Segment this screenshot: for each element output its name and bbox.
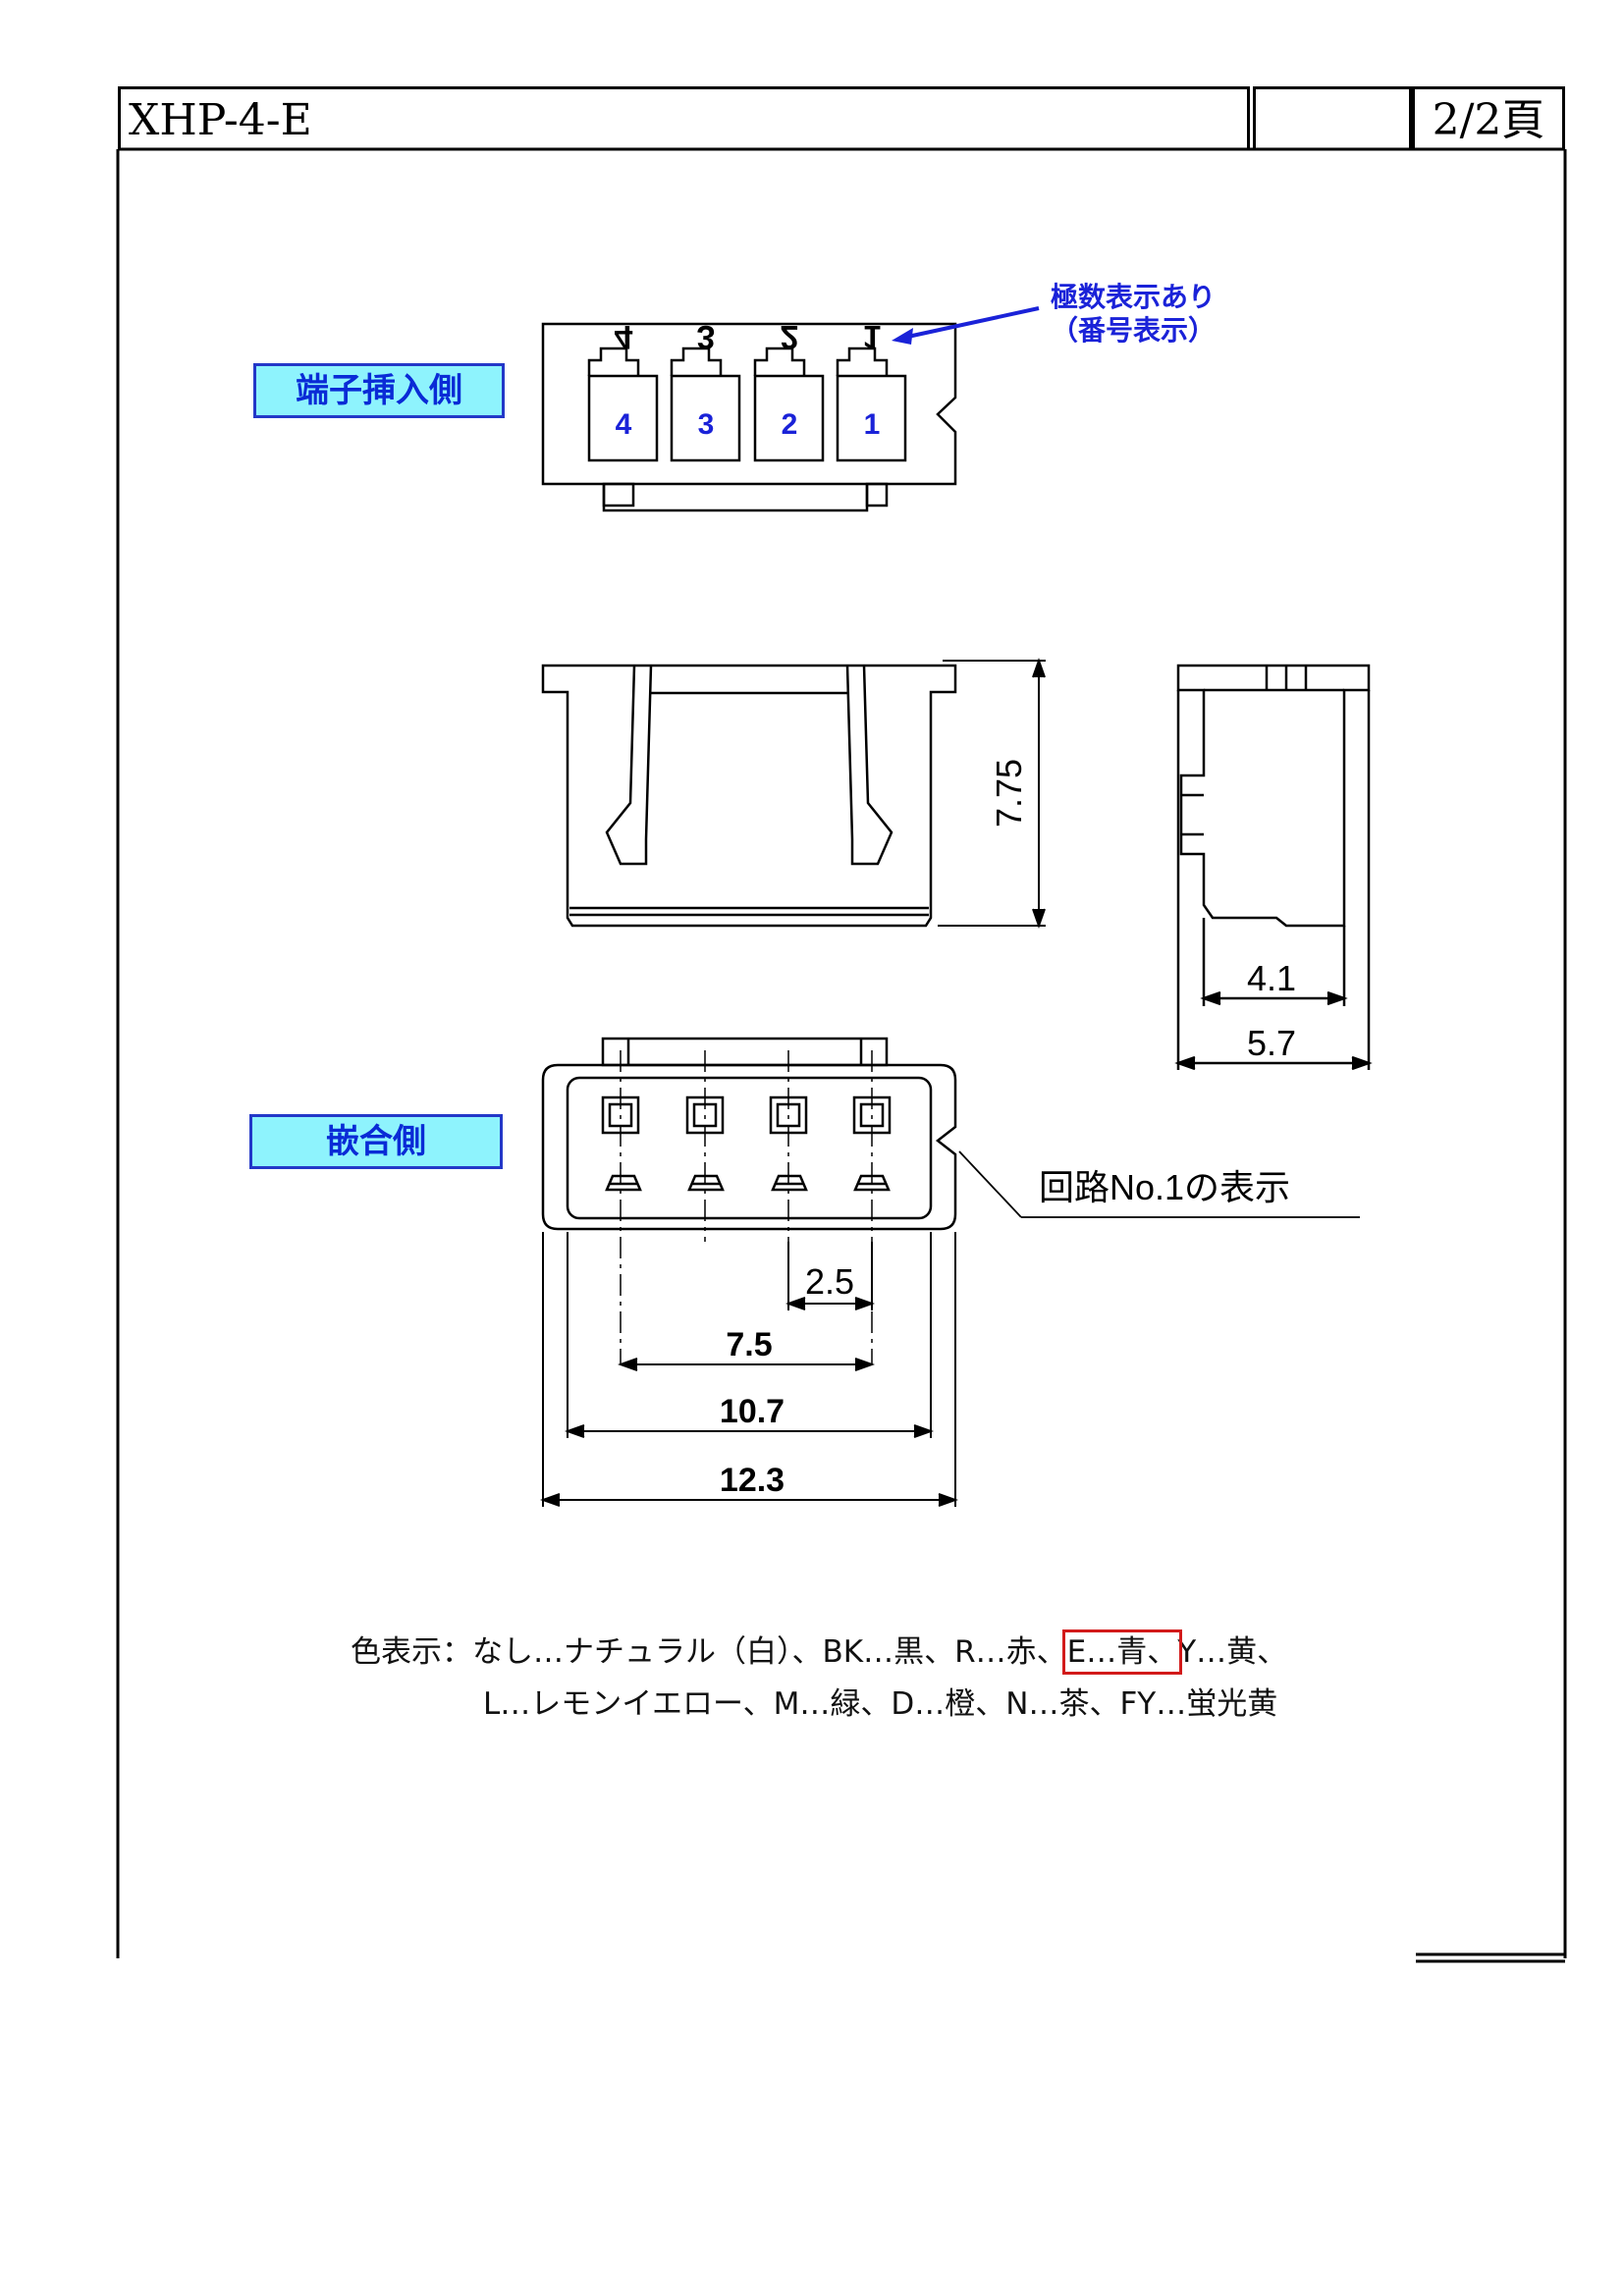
mating-side-view [541,1037,957,1231]
mirrored-pin-mark: 2 [781,318,799,355]
terminal-side-label-text: 端子挿入側 [296,371,462,410]
mirrored-pin-mark: 3 [697,318,716,355]
terminal-side-label: 端子挿入側 [253,363,505,418]
pin-span-value: 7.5 [726,1326,772,1363]
mirrored-pin-marks: 4 3 2 1 [615,318,882,355]
mating-side-label-text: 嵌合側 [326,1122,426,1161]
pin-number: 4 [616,408,632,441]
terminal-cavities [587,347,907,462]
height-dimension-value: 7.75 [989,759,1029,828]
polarity-annotation: 極数表示あり （番号表示） [892,282,1216,346]
height-dimension [938,657,1046,930]
color-legend-highlight: E…青、 [1061,1629,1183,1675]
mirrored-pin-mark: 4 [615,318,633,355]
pin-numbers: 4 3 2 1 [616,408,881,441]
pin-number: 3 [698,408,715,441]
page-number-cell: 2/2頁 [1412,86,1565,149]
polarity-note-line2: （番号表示） [1051,314,1216,346]
part-number: XHP-4-E [129,95,312,145]
side-view [1174,664,1373,1071]
sheet-frame [116,147,1567,1963]
color-legend-part2: Y…黄、 [1177,1634,1288,1670]
mating-side-label: 嵌合側 [249,1114,503,1169]
width-dimensions [539,1232,959,1507]
polarity-note-line1: 極数表示あり [1051,282,1216,312]
color-legend-line2-text: L…レモンイエロー、M…緑、D…橙、N…茶、FY…蛍光黄 [483,1686,1278,1722]
title-middle-cell [1253,86,1412,149]
pin-number: 2 [782,408,798,441]
contact-windows [601,1095,892,1192]
overall-width-value: 12.3 [720,1462,785,1499]
part-number-cell: XHP-4-E [118,86,1250,149]
depth-outer-value: 5.7 [1247,1023,1296,1063]
mirrored-pin-mark: 1 [863,318,882,355]
inner-width-value: 10.7 [720,1393,785,1430]
pin-number: 1 [864,408,881,441]
pitch-value: 2.5 [805,1261,854,1302]
circuit-no1-leader [958,1150,1360,1218]
color-legend-part1: 色表示：なし…ナチュラル（白）、BK…黒、R…赤、 [351,1634,1067,1670]
circuit-no1-label: 回路No.1の表示 [1039,1167,1290,1207]
pin-centerlines [620,1050,873,1364]
page-number: 2/2頁 [1432,95,1545,145]
color-legend-line2: L…レモンイエロー、M…緑、D…橙、N…茶、FY…蛍光黄 [483,1679,1277,1723]
depth-inner-value: 4.1 [1247,958,1296,998]
terminal-side-view [541,322,957,512]
color-legend-line1: 色表示：なし…ナチュラル（白）、BK…黒、R…赤、E…青、Y…黄、 [351,1627,1288,1675]
front-view [541,664,957,928]
